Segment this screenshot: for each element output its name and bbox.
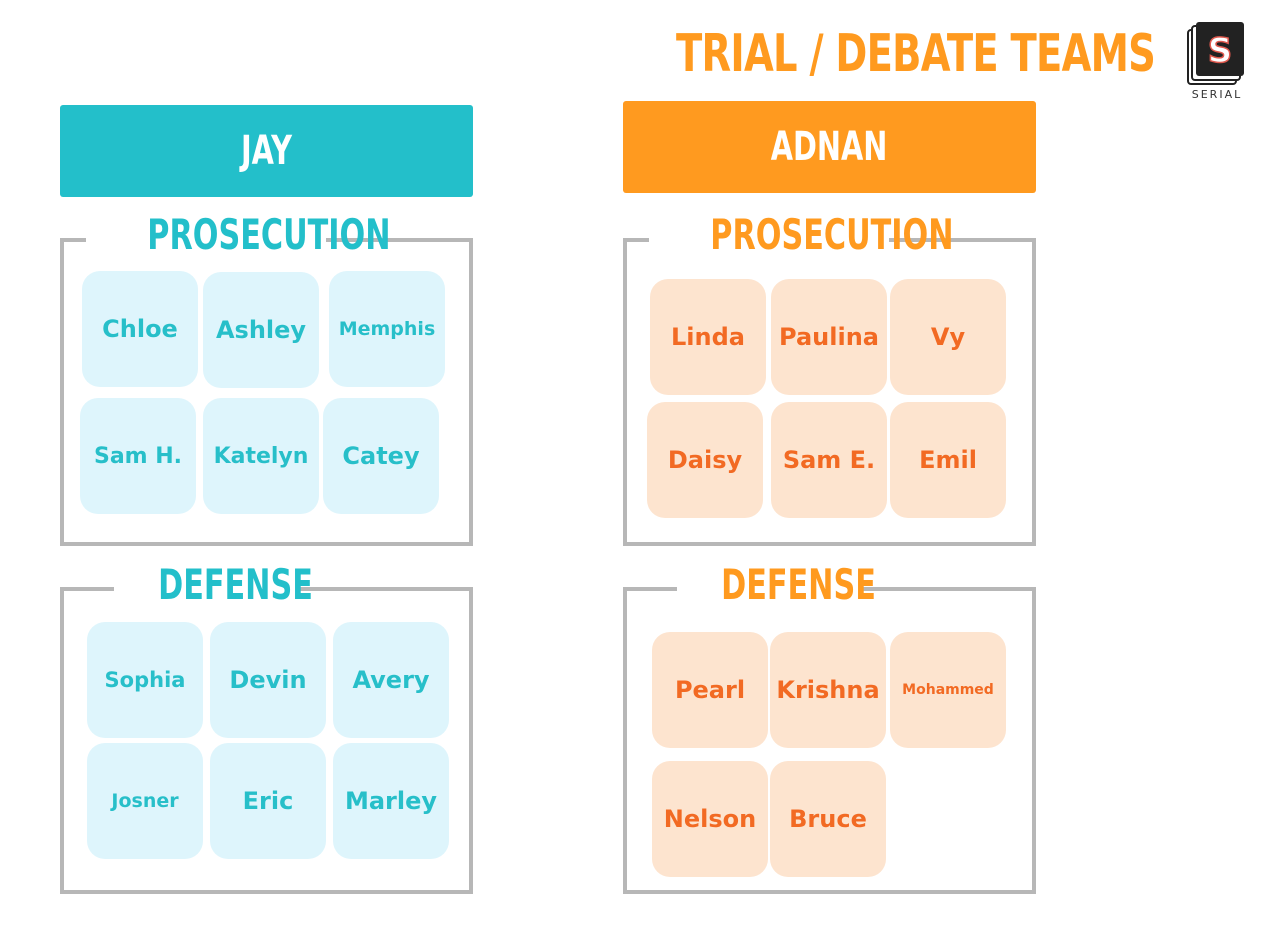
team-name-jay: JAY [240, 128, 293, 174]
member-card-memphis: Memphis [329, 271, 445, 387]
member-card-eric: Eric [210, 743, 326, 859]
member-card-chloe: Chloe [82, 271, 198, 387]
member-card-emil: Emil [890, 402, 1006, 518]
adnan-defense-label: DEFENSE [677, 560, 876, 610]
team-banner-jay: JAY [60, 105, 473, 197]
member-card-krishna: Krishna [770, 632, 886, 748]
svg-text:S: S [1208, 31, 1233, 71]
member-card-paulina: Paulina [771, 279, 887, 395]
member-card-josner: Josner [87, 743, 203, 859]
serial-logo-icon: S [1187, 22, 1244, 85]
member-card-pearl: Pearl [652, 632, 768, 748]
serial-logo-label: SERIAL [1191, 88, 1243, 101]
member-card-linda: Linda [650, 279, 766, 395]
team-name-adnan: ADNAN [771, 124, 888, 170]
member-card-vy: Vy [890, 279, 1006, 395]
page-title: TRIAL / DEBATE TEAMS [676, 24, 1156, 84]
member-card-nelson: Nelson [652, 761, 768, 877]
adnan-prosecution-label: PROSECUTION [649, 210, 954, 260]
member-card-ashley: Ashley [203, 272, 319, 388]
member-card-sam-h: Sam H. [80, 398, 196, 514]
jay-prosecution-label: PROSECUTION [86, 210, 391, 260]
member-card-catey: Catey [323, 398, 439, 514]
member-card-devin: Devin [210, 622, 326, 738]
team-banner-adnan: ADNAN [623, 101, 1036, 193]
member-card-mohammed: Mohammed [890, 632, 1006, 748]
member-card-avery: Avery [333, 622, 449, 738]
member-card-katelyn: Katelyn [203, 398, 319, 514]
member-card-sophia: Sophia [87, 622, 203, 738]
member-card-marley: Marley [333, 743, 449, 859]
member-card-sam-e: Sam E. [771, 402, 887, 518]
jay-defense-label: DEFENSE [114, 560, 313, 610]
member-card-daisy: Daisy [647, 402, 763, 518]
member-card-bruce: Bruce [770, 761, 886, 877]
